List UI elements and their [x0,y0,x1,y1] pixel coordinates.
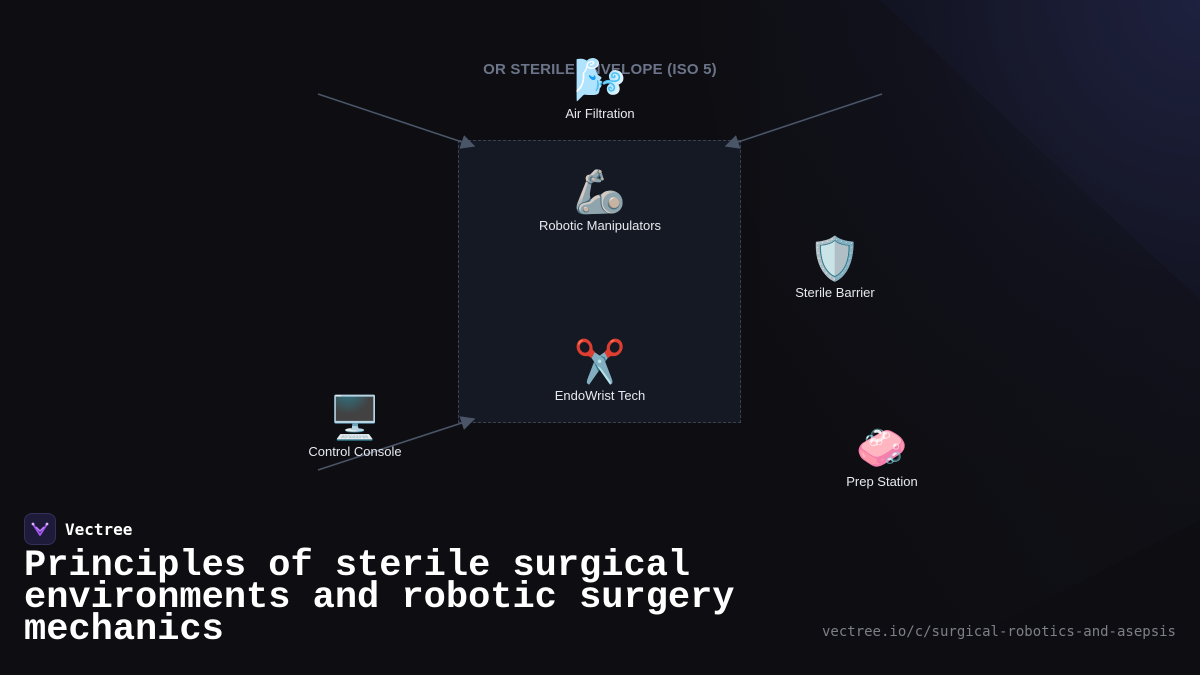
wind-face-icon: 🌬️ [573,55,627,104]
node-endowrist-tech: ✂️ EndoWrist Tech [490,337,710,404]
sterile-envelope-zone [458,140,741,423]
node-label: Sterile Barrier [795,285,875,300]
brand-name: Vectree [65,519,133,539]
page-title: Principles of sterile surgical environme… [24,545,735,651]
node-label: Control Console [308,444,402,459]
shield-icon: 🛡️ [808,234,862,283]
mechanical-arm-icon: 🦾 [573,167,627,216]
node-label: Air Filtration [565,106,635,121]
arrow-top-right [724,93,883,149]
envelope-label: OR STERILE ENVELOPE (ISO 5) [483,61,717,78]
node-control-console: 🖥️ Control Console [245,393,465,460]
brand[interactable]: Vectree [24,512,132,546]
node-label: Prep Station [846,474,918,489]
vectree-logo-icon [24,513,56,545]
node-prep-station: 🧼 Prep Station [772,423,992,490]
node-label: EndoWrist Tech [554,388,646,403]
arrow-bottom-left [317,416,476,471]
arrow-top-left [317,93,476,149]
soap-icon: 🧼 [855,423,909,472]
node-label: Robotic Manipulators [538,218,662,233]
desktop-computer-icon: 🖥️ [328,393,382,442]
scissors-icon: ✂️ [573,337,627,386]
node-robotic-manipulators: 🦾 Robotic Manipulators [490,167,710,234]
page-url[interactable]: vectree.io/c/surgical-robotics-and-aseps… [821,624,1176,640]
node-sterile-barrier: 🛡️ Sterile Barrier [725,234,945,301]
node-air-filtration: 🌬️ Air Filtration [490,55,710,122]
